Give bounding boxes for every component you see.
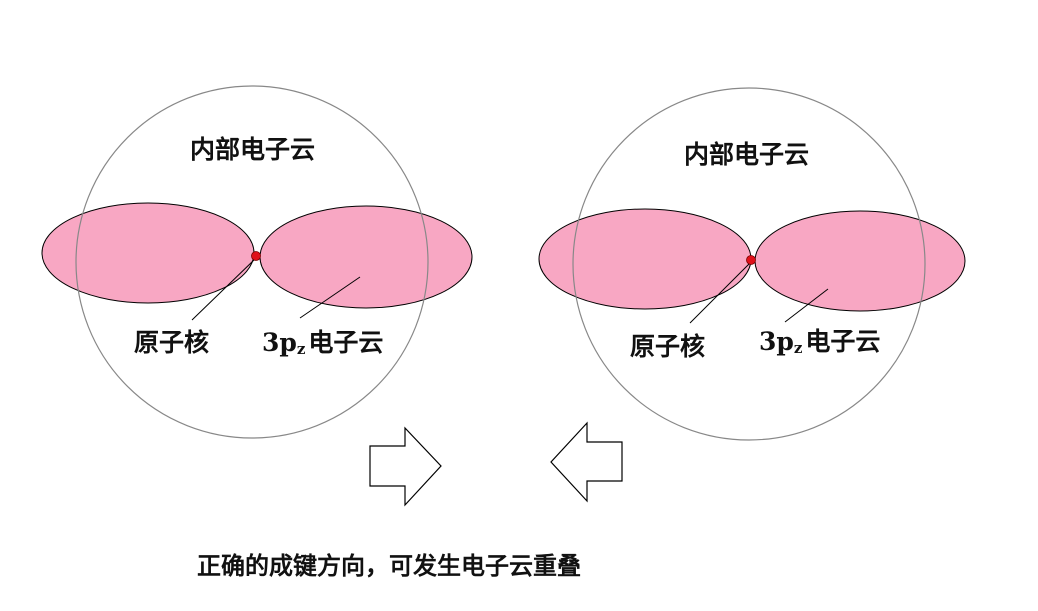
- right-arrow-icon: [369, 426, 442, 507]
- left-orbital-label-prefix: 3p: [262, 328, 297, 357]
- right-orbital-label-suffix: 电子云: [805, 327, 880, 356]
- left-arrow-icon: [550, 421, 623, 503]
- right-orbital-label-prefix: 3p: [759, 327, 794, 356]
- caption: 正确的成键方向，可发生电子云重叠: [197, 551, 581, 580]
- right-inner-cloud-circle: [572, 87, 926, 441]
- right-orbital-label-sub: z: [794, 339, 803, 357]
- left-orbital-pointer: [299, 276, 361, 319]
- left-nucleus: [251, 251, 261, 261]
- right-nucleus: [746, 255, 756, 265]
- left-nucleus-label: 原子核: [134, 328, 209, 357]
- left-nucleus-pointer: [191, 259, 255, 321]
- left-inner-cloud-label: 内部电子云: [190, 135, 315, 164]
- left-inner-cloud-circle: [75, 85, 429, 439]
- right-lobe-right: [754, 210, 966, 312]
- left-lobe-right: [259, 205, 473, 309]
- right-nucleus-pointer: [689, 263, 750, 324]
- right-orbital-pointer: [784, 288, 829, 323]
- right-inner-cloud-label: 内部电子云: [684, 140, 809, 169]
- right-nucleus-label: 原子核: [630, 332, 705, 361]
- left-orbital-label-suffix: 电子云: [308, 328, 383, 357]
- left-orbital-label-sub: z: [297, 340, 306, 358]
- left-lobe-left: [41, 202, 255, 304]
